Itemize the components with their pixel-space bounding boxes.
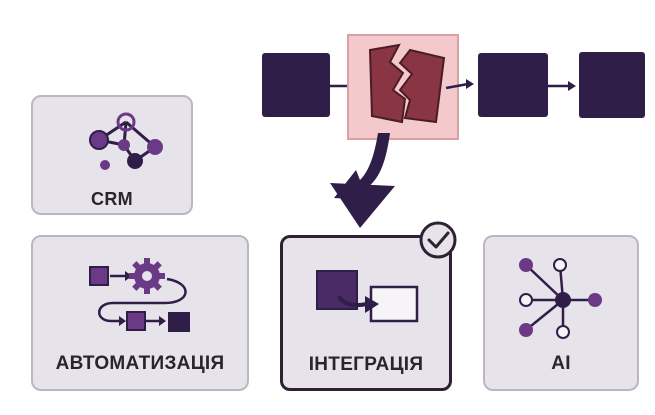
network-graph-icon xyxy=(89,112,163,170)
integration-arrow-icon xyxy=(316,270,419,323)
automation-card[interactable]: АВТОМАТИЗАЦІЯ xyxy=(31,235,249,391)
pipeline-arrow-2 xyxy=(445,79,474,90)
ai-card[interactable]: AI xyxy=(483,235,639,391)
pipeline-step-4 xyxy=(579,52,645,118)
pipeline-arrow-3 xyxy=(548,81,576,91)
broken-block-icon xyxy=(368,43,446,124)
workflow-gear-icon xyxy=(89,258,190,332)
crm-card[interactable]: CRM xyxy=(31,95,193,215)
crm-label: CRM xyxy=(91,189,133,209)
hub-network-icon xyxy=(519,258,602,339)
automation-label: АВТОМАТИЗАЦІЯ xyxy=(55,353,225,374)
pipeline-step-3 xyxy=(478,53,548,117)
ai-label: AI xyxy=(551,353,571,374)
integration-label: ІНТЕГРАЦІЯ xyxy=(308,354,424,375)
down-arrow-head xyxy=(330,183,395,228)
integration-card[interactable]: ІНТЕГРАЦІЯ xyxy=(280,235,452,391)
down-arrow xyxy=(334,133,390,200)
pipeline-step-1 xyxy=(262,53,330,117)
